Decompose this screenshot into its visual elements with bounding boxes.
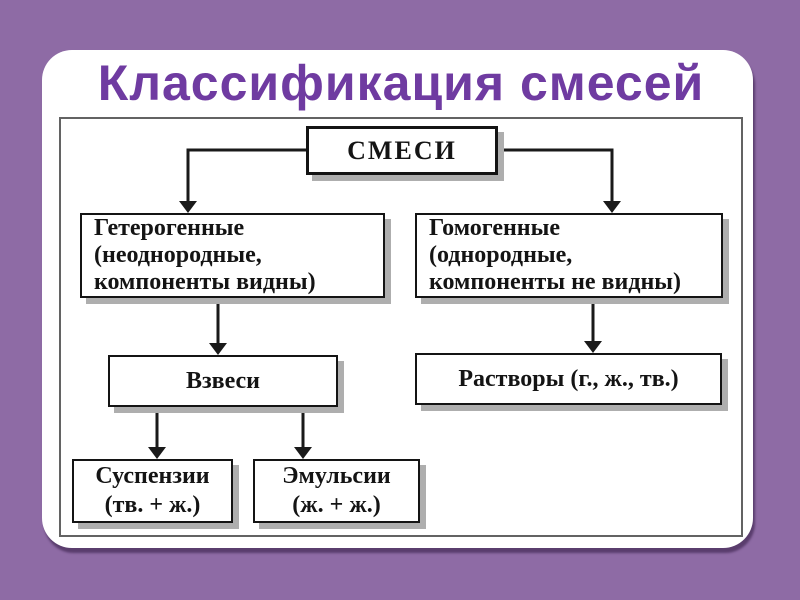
node-heterogeneous: Гетерогенные (неоднородные, компоненты в…	[80, 213, 385, 298]
node-suspensions: Суспензии (тв. + ж.)	[72, 459, 233, 523]
node-homogeneous-label: Гомогенные (однородные, компоненты не ви…	[429, 215, 682, 295]
slide-title: Классификация смесей	[97, 55, 705, 111]
diagram-frame	[59, 117, 743, 537]
node-heterogeneous-label: Гетерогенные (неоднородные, компоненты в…	[94, 215, 316, 295]
node-emulsions-label: Эмульсии (ж. + ж.)	[282, 463, 391, 518]
node-suspended-mixtures-label: Взвеси	[185, 367, 261, 394]
node-suspensions-label: Суспензии (тв. + ж.)	[95, 463, 210, 518]
node-solutions-label: Растворы (г., ж., тв.)	[458, 365, 679, 392]
node-mixtures: СМЕСИ	[306, 126, 498, 175]
node-suspended-mixtures: Взвеси	[108, 355, 338, 407]
node-solutions: Растворы (г., ж., тв.)	[415, 353, 722, 405]
node-homogeneous: Гомогенные (однородные, компоненты не ви…	[415, 213, 723, 298]
node-emulsions: Эмульсии (ж. + ж.)	[253, 459, 420, 523]
node-mixtures-label: СМЕСИ	[347, 135, 457, 165]
